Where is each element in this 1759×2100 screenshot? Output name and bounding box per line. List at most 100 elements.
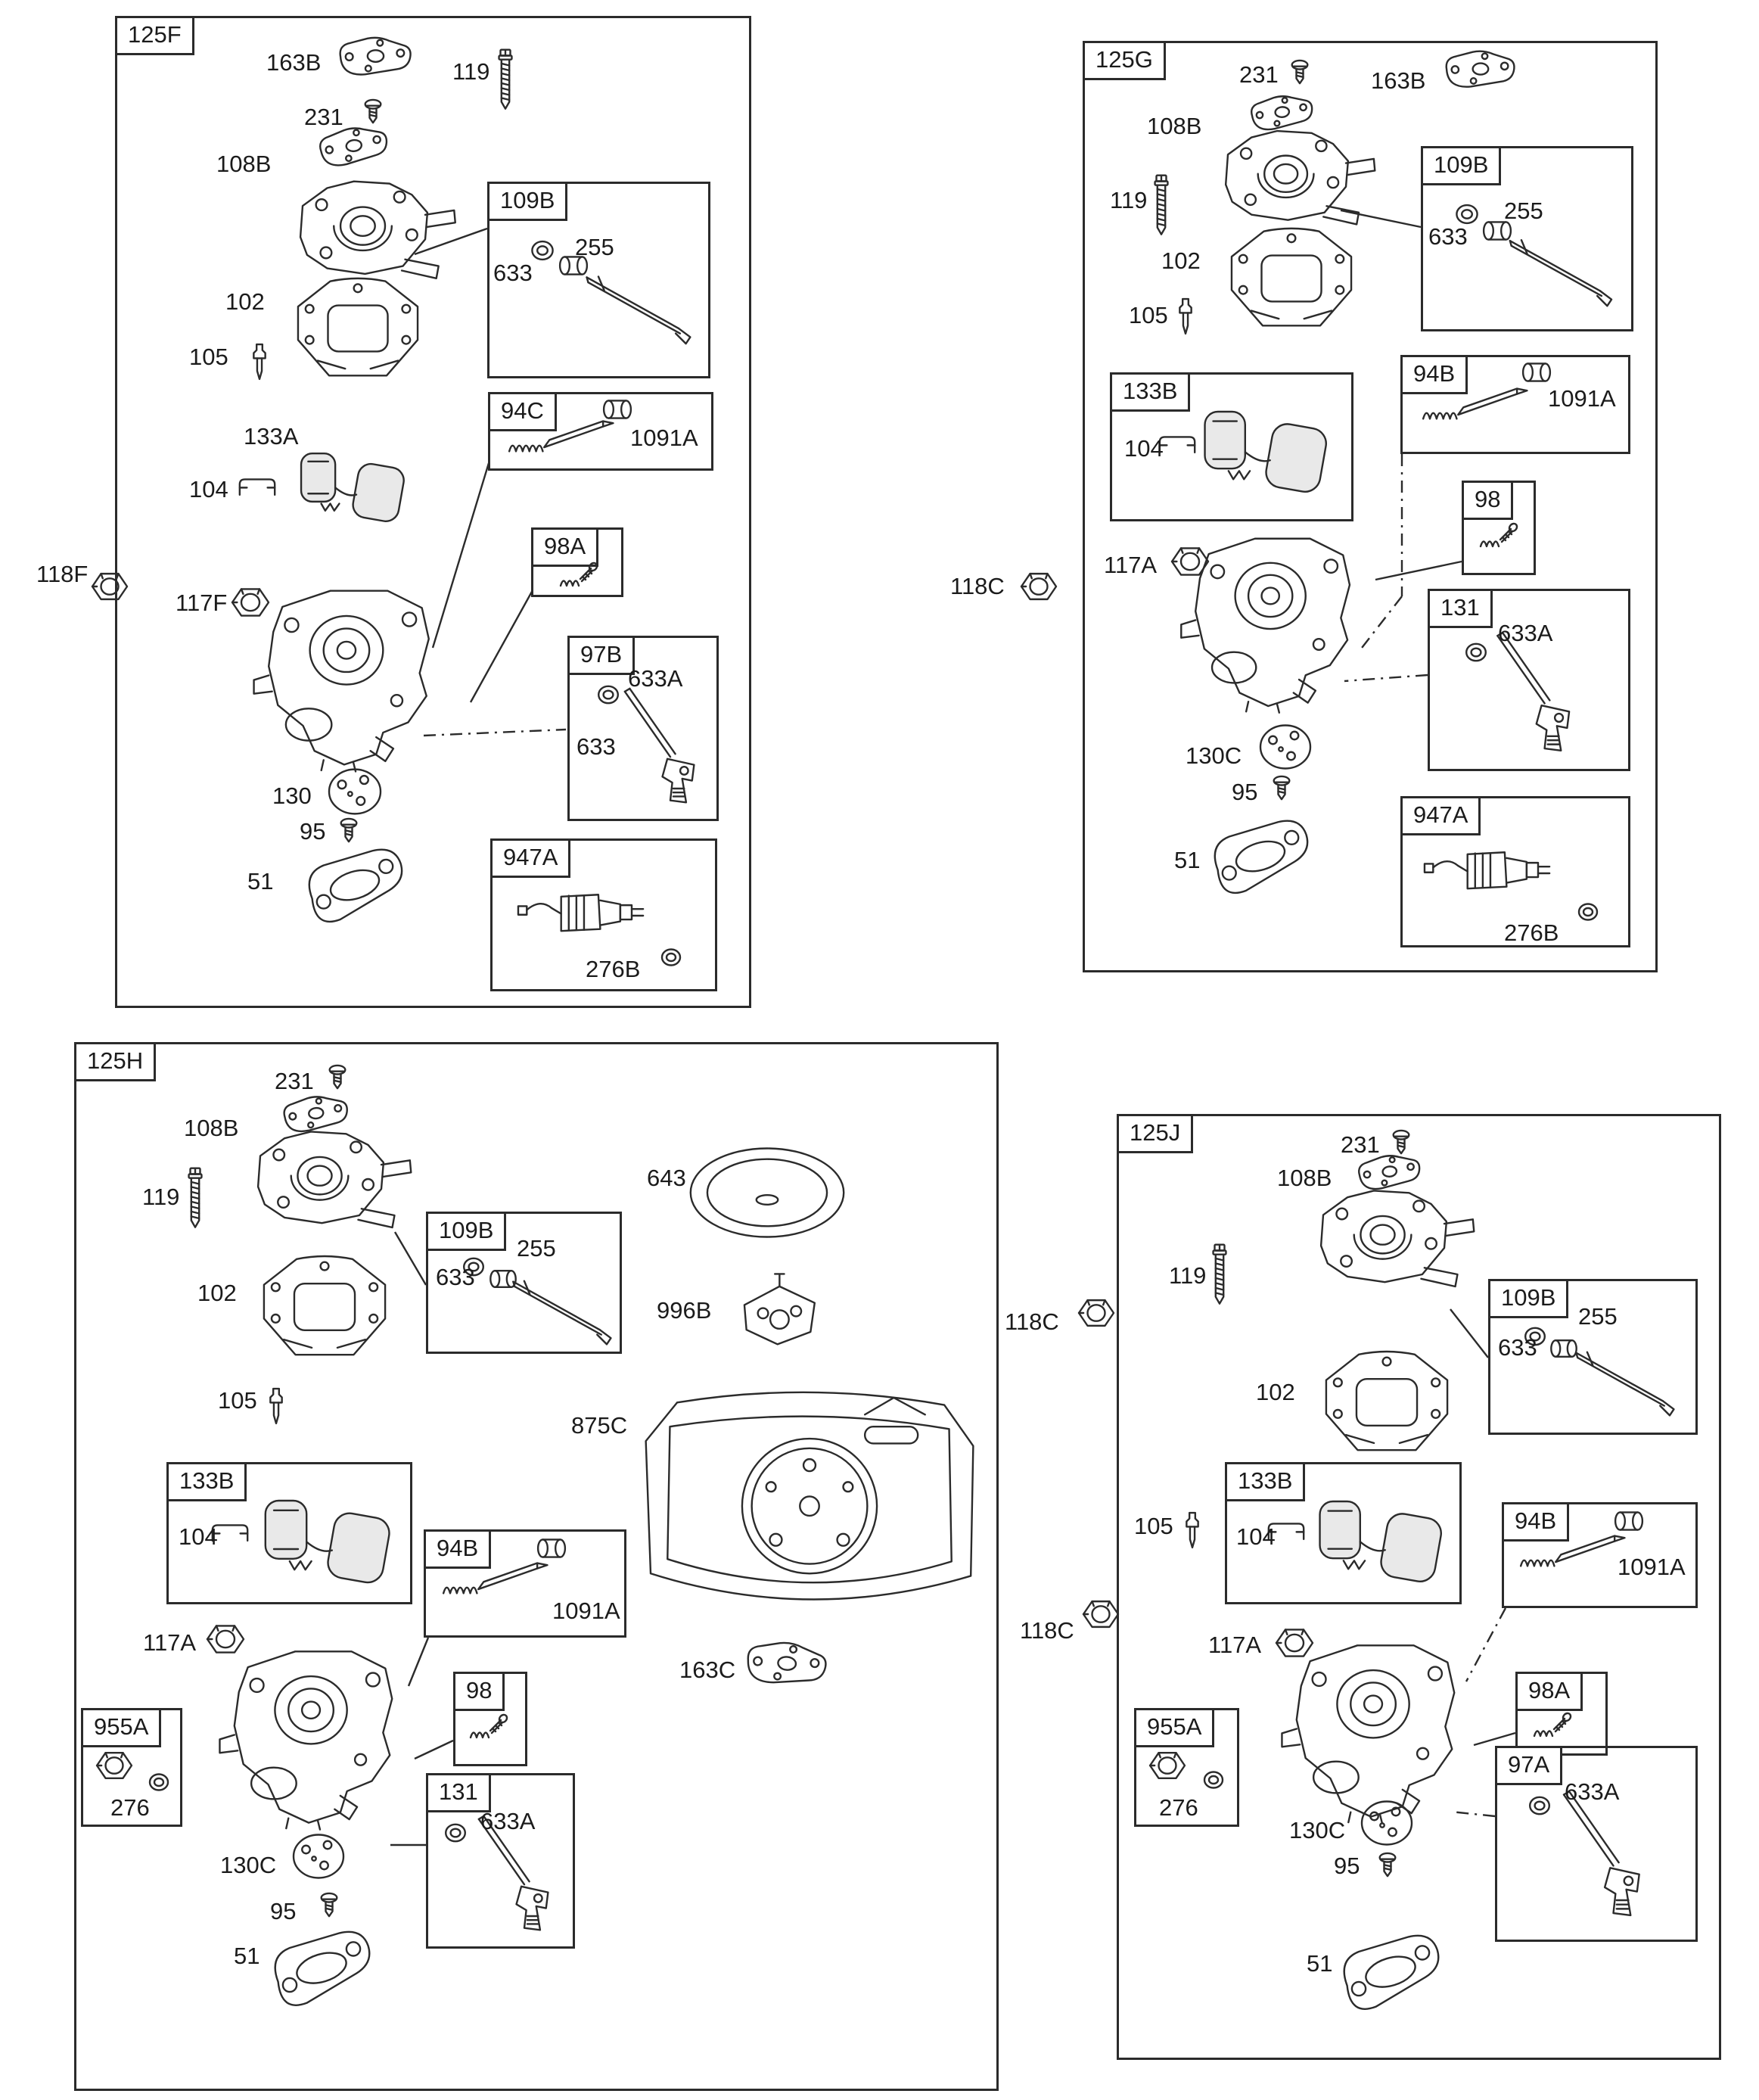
group-label-97b: 97B xyxy=(567,636,636,675)
group-box-947a: 947A xyxy=(1400,796,1630,947)
part-label-1091a: 1091A xyxy=(630,425,698,451)
nut-icon xyxy=(89,569,130,604)
part-label-118c: 118C xyxy=(1005,1308,1059,1335)
part-label-51: 51 xyxy=(247,868,274,894)
group-label-131: 131 xyxy=(1428,589,1493,628)
gasket-2hole-icon xyxy=(1203,816,1318,899)
section-box-125j: 125J xyxy=(1117,1114,1721,2060)
nut-icon xyxy=(1076,1296,1117,1330)
group-label-109b: 109B xyxy=(487,182,568,221)
part-label-633a: 633A xyxy=(1498,620,1553,646)
part-label-255: 255 xyxy=(1504,198,1543,224)
part-label-95: 95 xyxy=(270,1898,297,1924)
group-box-955a: 955A xyxy=(1134,1708,1239,1827)
section-label-125f: 125F xyxy=(115,16,194,55)
part-label-51: 51 xyxy=(1307,1950,1333,1977)
part-label-104: 104 xyxy=(189,476,228,502)
solenoid-icon xyxy=(511,872,664,960)
part-label-163b: 163B xyxy=(1371,67,1426,94)
nut-icon xyxy=(1018,569,1059,604)
bushing-icon xyxy=(1521,361,1552,384)
part-label-108b: 108B xyxy=(184,1115,239,1141)
screw-small-icon xyxy=(1390,1129,1412,1156)
screw-small-icon xyxy=(318,1892,340,1919)
part-label-102: 102 xyxy=(225,288,265,315)
gasket-small-icon xyxy=(274,1090,358,1138)
dome-icon xyxy=(681,1141,853,1244)
bushing-icon xyxy=(558,254,589,277)
spring-screw-icon xyxy=(462,1709,516,1744)
group-box-98a: 98A xyxy=(531,527,623,597)
part-label-633a: 633A xyxy=(628,665,683,692)
group-label-98: 98 xyxy=(453,1672,505,1711)
part-label-1091a: 1091A xyxy=(552,1598,620,1624)
group-label-109b: 109B xyxy=(1488,1279,1569,1318)
part-label-118c: 118C xyxy=(950,573,1005,599)
part-label-119: 119 xyxy=(142,1184,180,1210)
valve-small-icon xyxy=(1176,297,1195,336)
part-label-117a: 117A xyxy=(1104,552,1158,578)
bushing-icon xyxy=(1613,1510,1645,1532)
part-label-255: 255 xyxy=(1578,1303,1618,1330)
part-label-105: 105 xyxy=(189,344,228,370)
gasket-small-icon xyxy=(1349,1150,1430,1195)
part-label-102: 102 xyxy=(197,1280,237,1306)
part-label-102: 102 xyxy=(1161,247,1201,274)
round-plate-icon xyxy=(325,766,384,817)
ring-icon xyxy=(596,683,620,707)
part-label-633: 633 xyxy=(436,1264,475,1290)
group-box-94b: 94B xyxy=(1400,355,1630,454)
part-label-231: 231 xyxy=(275,1068,314,1094)
group-label-109b: 109B xyxy=(426,1212,507,1251)
part-label-163c: 163C xyxy=(679,1657,736,1683)
part-label-108b: 108B xyxy=(1277,1165,1332,1191)
section-box-125g: 125G xyxy=(1083,41,1658,972)
group-label-133b: 133B xyxy=(1225,1462,1306,1501)
part-label-633a: 633A xyxy=(480,1808,536,1834)
needle-spring-icon xyxy=(1512,1527,1636,1574)
group-label-94b: 94B xyxy=(424,1529,492,1569)
gasket-small-icon xyxy=(309,120,398,173)
group-box-131: 131 xyxy=(1428,589,1630,771)
part-label-105: 105 xyxy=(1134,1513,1173,1539)
part-label-95: 95 xyxy=(1334,1853,1360,1879)
group-box-133b: 133B xyxy=(1225,1462,1462,1604)
carb-top-icon xyxy=(266,168,462,291)
group-box-94b: 94B xyxy=(1502,1502,1698,1608)
gasket-2hole-icon xyxy=(1332,1930,1450,2015)
clip-icon xyxy=(207,1521,253,1544)
nut-icon xyxy=(1080,1597,1121,1632)
part-label-130c: 130C xyxy=(1289,1817,1346,1843)
part-label-105: 105 xyxy=(218,1387,257,1414)
screw-small-icon xyxy=(1288,59,1311,86)
group-label-98a: 98A xyxy=(1515,1672,1583,1711)
ring-icon xyxy=(1454,201,1480,227)
part-label-633a: 633A xyxy=(1565,1778,1620,1805)
group-box-109b: 109B xyxy=(1421,146,1633,331)
part-label-133a: 133A xyxy=(244,423,299,450)
part-label-119: 119 xyxy=(1110,187,1148,213)
pump-cover-icon xyxy=(729,1270,828,1355)
shaft-lever-icon xyxy=(605,686,710,814)
shaft-lever-icon xyxy=(1539,1788,1660,1928)
part-label-105: 105 xyxy=(1129,302,1168,328)
shaft-lever-icon xyxy=(1474,630,1589,763)
section-label-125h: 125H xyxy=(74,1042,157,1081)
choke-icon xyxy=(1195,390,1338,505)
gasket-small-icon xyxy=(331,35,418,79)
part-label-643: 643 xyxy=(647,1165,686,1191)
part-label-633: 633 xyxy=(493,260,533,286)
group-label-98a: 98A xyxy=(531,527,599,567)
part-label-255: 255 xyxy=(517,1235,556,1262)
part-label-95: 95 xyxy=(300,818,326,845)
shaft-icon xyxy=(1500,230,1620,309)
part-label-117f: 117F xyxy=(176,590,228,616)
screw-small-icon xyxy=(1376,1852,1399,1879)
group-box-133b: 133B xyxy=(1110,372,1353,521)
part-label-104: 104 xyxy=(179,1523,218,1550)
nut-icon xyxy=(229,584,272,621)
part-label-255: 255 xyxy=(575,234,614,260)
shaft-icon xyxy=(1568,1342,1681,1418)
part-label-1091a: 1091A xyxy=(1618,1554,1686,1580)
part-label-996b: 996B xyxy=(657,1297,712,1324)
